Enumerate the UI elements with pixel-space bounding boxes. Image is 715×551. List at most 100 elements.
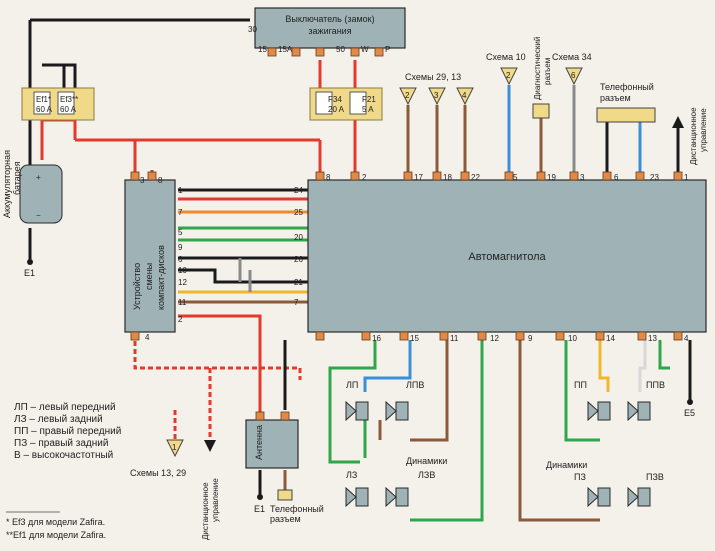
speaker-pp-label: ПП: [574, 380, 587, 390]
battery-icon: [19, 164, 63, 224]
connector-pin: [403, 171, 413, 181]
speaker-cone-icon: [345, 486, 357, 508]
connector-pin: [130, 331, 140, 341]
hu-pin: 22: [471, 173, 480, 182]
connector-pin: [460, 171, 470, 181]
connector-pin: [595, 331, 605, 341]
connector-pin: [350, 171, 360, 181]
cd-pin: 2: [178, 315, 183, 324]
diagnostic-connector-icon: [532, 103, 550, 119]
cd-changer-label-1: Устройство: [132, 263, 142, 310]
remote-top-label-1: Дистанционное: [689, 107, 698, 165]
speaker-icon: [637, 487, 651, 507]
hu-pin: 18: [443, 173, 452, 182]
speaker-cone-icon: [385, 486, 397, 508]
footnote-2: **Ef1 для модели Zafira.: [6, 530, 106, 540]
connector-pin: [374, 47, 384, 57]
speaker-cone-icon: [587, 400, 599, 422]
hu-pin: 15: [410, 334, 419, 343]
connector-pin: [569, 171, 579, 181]
speaker-cone-icon: [627, 486, 639, 508]
scheme-triangle-icon: [166, 439, 184, 458]
connector-pin: [536, 171, 546, 181]
hu-pin: 13: [648, 334, 657, 343]
battery-minus: −: [36, 211, 41, 220]
hu-pin: 20: [294, 233, 303, 242]
connector-pin: [350, 47, 360, 57]
ignition-pin-label: 15A: [278, 45, 293, 54]
cd-changer-label-3: компакт-дисков: [156, 245, 166, 310]
legend-item: В – высокочастотный: [14, 450, 113, 461]
cd-pin: 1: [178, 186, 183, 195]
speaker-icon: [597, 487, 611, 507]
head-unit-label: Автомагнитола: [468, 251, 546, 263]
ignition-title-2: зажигания: [308, 26, 351, 36]
phone-top-label-2: разъем: [600, 93, 631, 103]
legend-item: ПЗ – правый задний: [14, 438, 108, 449]
hu-pin: 21: [294, 278, 303, 287]
ground-icon: [687, 399, 693, 405]
scheme-triangle-icon: [565, 67, 583, 86]
cd-pin: 7: [178, 208, 183, 217]
speaker-pz-label: ПЗ: [574, 472, 586, 482]
connector-pin: [361, 331, 371, 341]
speaker-ppv-label: ППВ: [646, 380, 665, 390]
phone-bottom-label-1: Телефонный: [270, 504, 324, 514]
connector-pin: [555, 331, 565, 341]
speaker-pzv-label: ПЗВ: [646, 472, 664, 482]
legend-item: ПП – правый передний: [14, 426, 121, 437]
scheme-34-label: Схема 34: [552, 52, 592, 62]
cd-pin: 9: [178, 243, 183, 252]
fuse-f21-label: F21: [362, 95, 376, 104]
cd-pin: 4: [145, 333, 150, 342]
ignition-pins: 15 15A 50 W P: [258, 45, 390, 57]
fuse-f34-label: F34: [328, 95, 342, 104]
speaker-icon: [355, 401, 369, 421]
speaker-cone-icon: [345, 400, 357, 422]
hu-pin: 9: [528, 334, 533, 343]
connector-row-top: [130, 171, 683, 181]
ground-icon: [27, 259, 33, 265]
battery-label-1: Аккумуляторная: [2, 150, 12, 218]
cd-changer-label-2: смены: [144, 263, 154, 290]
connector-pin: [673, 331, 683, 341]
connector-pin: [637, 331, 647, 341]
battery-plus: +: [36, 173, 41, 182]
connector-pin: [291, 47, 301, 57]
hu-pin: 6: [614, 173, 619, 182]
remote-bottom-label-1: Дистанционное: [201, 482, 210, 540]
cd-pin: 5: [178, 228, 183, 237]
ignition-pin-label: W: [361, 45, 369, 54]
speaker-icon: [637, 401, 651, 421]
connector-pin: [255, 411, 265, 421]
cd-pin: 10: [178, 266, 187, 275]
speaker-cone-icon: [627, 400, 639, 422]
fuse-f21-value: 5 A: [362, 105, 374, 114]
connector-pin: [432, 171, 442, 181]
connector-pin: [315, 47, 325, 57]
ignition-pin-label: 50: [336, 45, 345, 54]
antenna-box: [245, 419, 299, 469]
speakers-right-title: Динамики: [546, 460, 587, 470]
ignition-switch-box: [254, 7, 406, 49]
phone-bottom-label-2: разъем: [270, 514, 301, 524]
antenna-label: Антенна: [254, 425, 264, 460]
phone-connector-top-icon: [596, 107, 656, 123]
connector-row-bottom: [130, 331, 683, 341]
hu-pin: 19: [547, 173, 556, 182]
hu-pin: 4: [684, 334, 689, 343]
hu-pin: 17: [414, 173, 423, 182]
remote-top-arrow-icon: [672, 116, 684, 128]
fuse-ef3-value: 60 A: [60, 105, 77, 114]
hu-pin: 26: [294, 255, 303, 264]
hu-pin: 10: [568, 334, 577, 343]
scheme-29-13-label: Схемы 29, 13: [405, 72, 461, 82]
fuse-f21-icon: [349, 91, 367, 115]
triangle-number: 4: [462, 91, 467, 100]
fuse-f34-icon: [315, 91, 333, 115]
speaker-icon: [395, 487, 409, 507]
hu-pin: 11: [450, 334, 459, 343]
ignition-pin-30: 30: [248, 25, 257, 34]
